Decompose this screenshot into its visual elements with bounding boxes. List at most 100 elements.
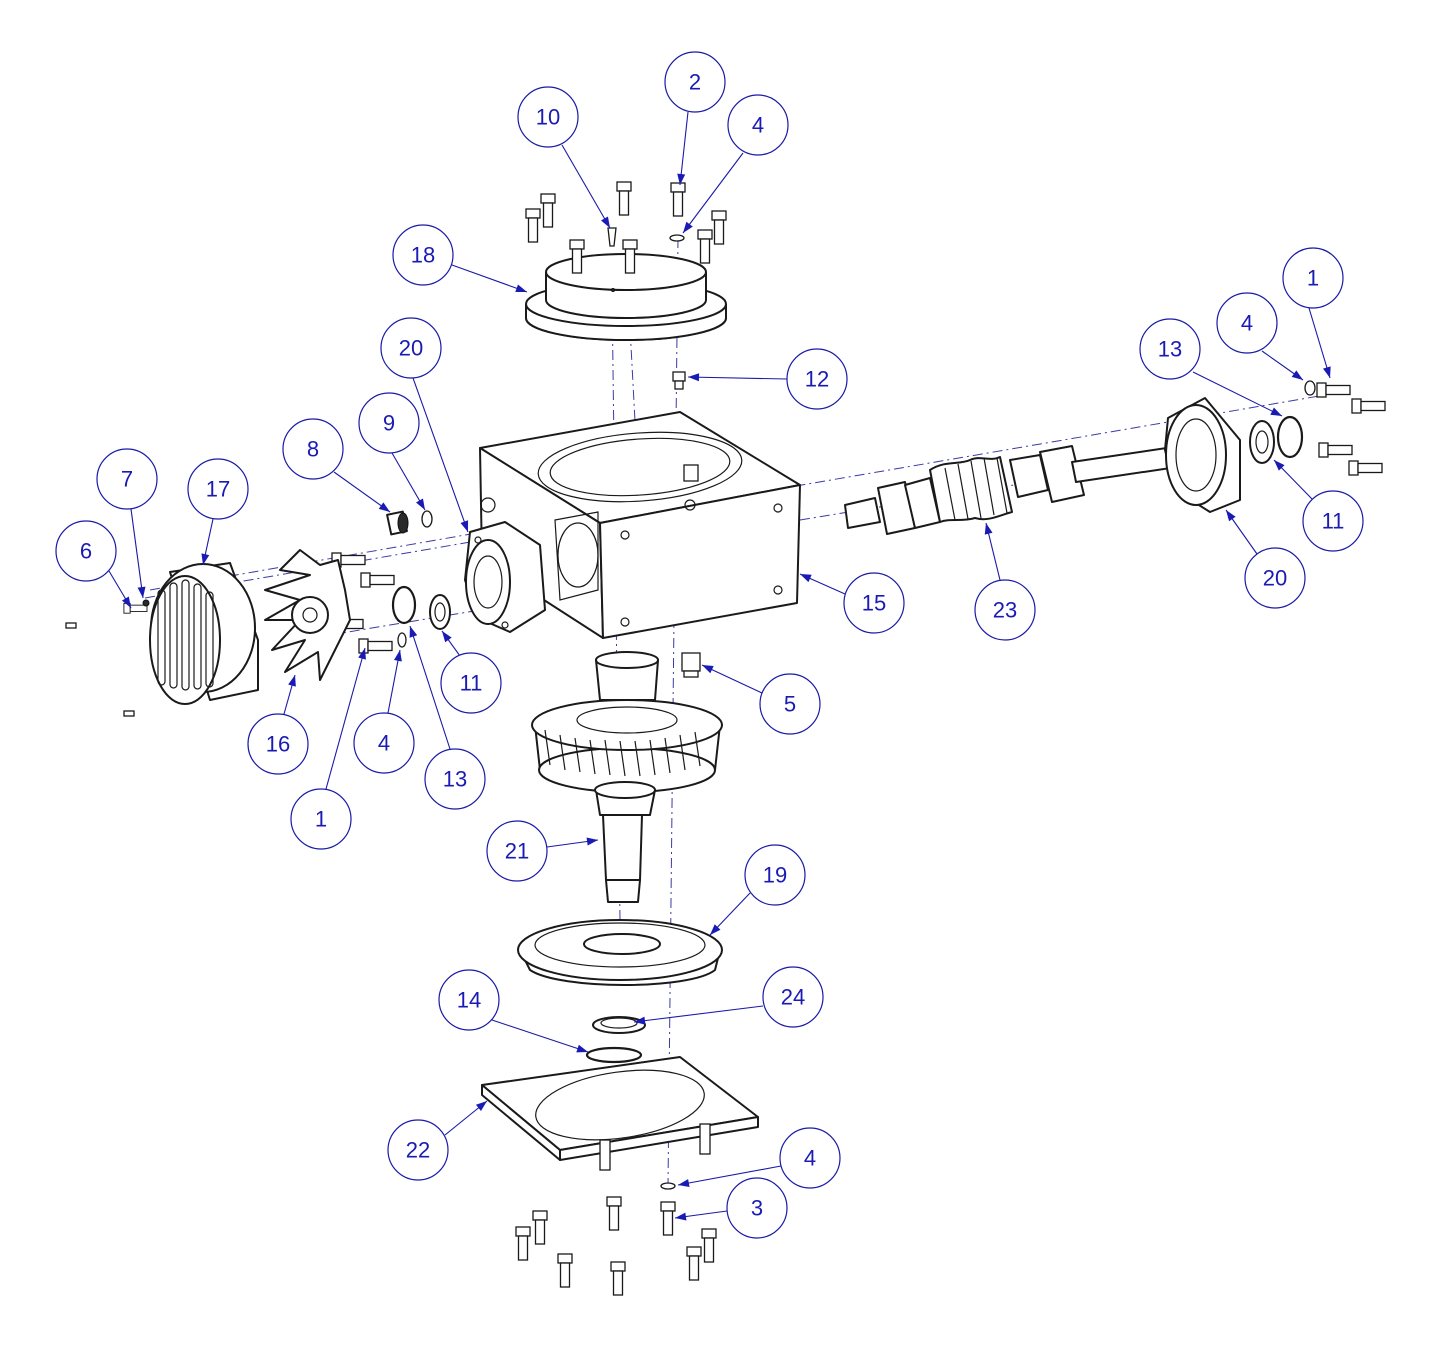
callout-leader-line <box>679 111 689 186</box>
callout-leader-line <box>412 377 469 533</box>
right-snap-ring-part <box>1276 415 1304 459</box>
callout-number: 3 <box>751 1196 763 1221</box>
callout-1: 1 <box>290 647 366 850</box>
right-oil-seal-part <box>1249 420 1275 464</box>
callout-leader-line <box>333 471 391 513</box>
callout-arrowhead <box>475 1101 487 1112</box>
callout-number: 15 <box>862 591 886 616</box>
callout-arrowhead <box>358 648 366 660</box>
callout-18: 18 <box>392 224 528 293</box>
callout-balloon <box>974 579 1036 641</box>
callout-balloon <box>779 1127 841 1189</box>
callout-20: 20 <box>380 317 469 533</box>
callout-arrowhead <box>702 665 714 674</box>
callout-balloon <box>96 448 158 510</box>
right-bearing-flange-part <box>1164 397 1241 513</box>
callout-balloon <box>727 94 789 156</box>
callout-15: 15 <box>799 572 905 634</box>
worm-gear-part <box>531 651 723 903</box>
callout-arrowhead <box>1323 366 1331 378</box>
callout-balloon <box>1302 490 1364 552</box>
callout-arrowhead <box>677 173 686 185</box>
callout-10: 10 <box>517 86 611 229</box>
callout-number: 19 <box>763 863 787 888</box>
callout-balloon <box>1139 318 1201 380</box>
callout-arrowhead <box>683 221 693 233</box>
callout-21: 21 <box>486 820 599 882</box>
left-oil-seal-part <box>429 594 451 630</box>
callout-balloon <box>187 458 249 520</box>
left-flange-bolts <box>329 552 407 654</box>
callout-3: 3 <box>674 1177 788 1239</box>
callout-number: 10 <box>536 105 560 130</box>
callout-14: 14 <box>438 969 589 1053</box>
callout-19: 19 <box>709 844 806 936</box>
callout-leader-line <box>633 1005 764 1023</box>
callout-arrowhead <box>378 502 390 512</box>
callout-arrowhead <box>416 498 425 510</box>
o-ring-part <box>585 1046 643 1064</box>
callout-9: 9 <box>358 392 426 511</box>
callout-20: 20 <box>1225 509 1306 609</box>
callout-leader-line <box>701 664 763 694</box>
callout-arrowhead <box>288 675 296 687</box>
callout-balloon <box>517 86 579 148</box>
callout-4: 4 <box>1216 292 1304 381</box>
callout-number: 9 <box>383 411 395 436</box>
callout-balloon <box>392 224 454 286</box>
callout-leader-line <box>687 376 788 380</box>
callout-number: 5 <box>784 692 796 717</box>
callout-number: 21 <box>505 839 529 864</box>
callout-balloon <box>380 317 442 379</box>
callout-balloon <box>282 418 344 480</box>
callout-6: 6 <box>55 520 132 609</box>
callout-4: 4 <box>677 1127 841 1189</box>
callout-leader-line <box>1308 307 1331 379</box>
callout-leader-line <box>409 625 451 750</box>
callout-number: 6 <box>80 539 92 564</box>
callout-balloon <box>358 392 420 454</box>
callout-number: 13 <box>443 767 467 792</box>
callout-balloon <box>759 673 821 735</box>
callout-balloon <box>664 51 726 113</box>
callout-arrowhead <box>601 216 610 228</box>
callout-number: 18 <box>411 243 435 268</box>
bottom-cover-part <box>517 919 723 986</box>
drain-plug-part <box>386 510 409 536</box>
callout-number: 4 <box>752 113 764 138</box>
callout-4: 4 <box>353 649 415 774</box>
callout-17: 17 <box>187 458 249 566</box>
plug-washer-part <box>421 510 433 528</box>
callout-leader-line <box>1192 371 1283 417</box>
callout-arrowhead <box>201 553 210 565</box>
callout-number: 11 <box>1322 509 1345 534</box>
callout-leader-line <box>451 264 528 293</box>
callout-13: 13 <box>409 625 486 810</box>
callout-leader-line <box>677 1165 782 1186</box>
callout-arrowhead <box>634 1016 646 1025</box>
callout-arrowhead <box>1291 370 1303 380</box>
callout-balloon <box>726 1177 788 1239</box>
bottom-seal-part <box>592 1016 646 1034</box>
callout-balloon <box>440 652 502 714</box>
callout-number: 2 <box>689 70 701 95</box>
callout-arrowhead <box>1274 460 1285 471</box>
top-cover-part <box>525 239 727 341</box>
callout-number: 17 <box>206 477 230 502</box>
cooling-fan-part <box>264 549 351 681</box>
callout-number: 4 <box>1241 311 1253 336</box>
callout-arrowhead <box>442 631 452 643</box>
callout-leader-line <box>491 1019 589 1053</box>
callout-4: 4 <box>682 94 789 234</box>
callout-number: 23 <box>993 598 1017 623</box>
left-bearing-flange-part <box>464 521 546 633</box>
callout-5: 5 <box>701 664 821 735</box>
right-flange-bolts <box>1304 380 1386 476</box>
callout-arrowhead <box>121 596 131 608</box>
callout-number: 22 <box>406 1138 430 1163</box>
callout-balloon <box>424 748 486 810</box>
callout-24: 24 <box>633 966 824 1028</box>
callout-arrowhead <box>576 1044 588 1053</box>
callout-balloon <box>1216 292 1278 354</box>
